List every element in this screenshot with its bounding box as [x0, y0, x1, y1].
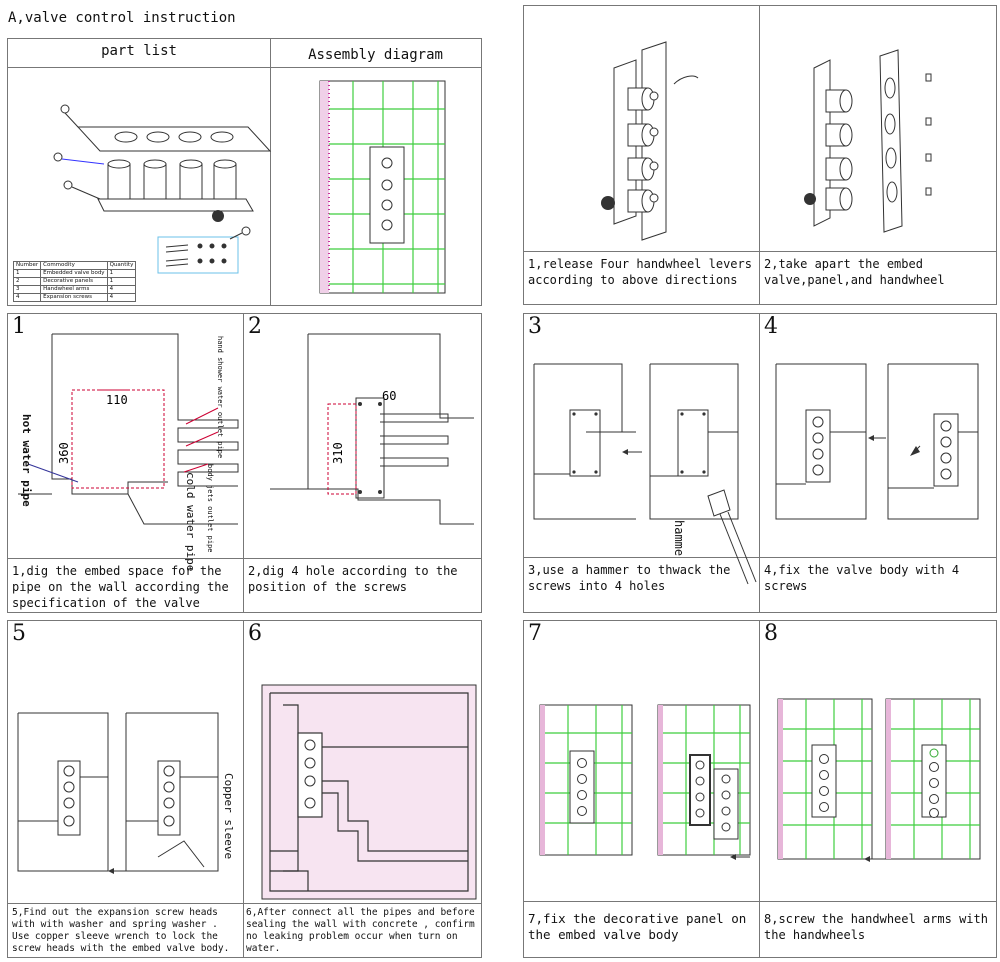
hammer-label: hamme: [672, 520, 686, 557]
page-title: A,valve control instruction: [8, 10, 236, 26]
steps-1-2-drawing: 110 360 60 310: [18, 333, 474, 525]
parts-table-cell: 1: [106, 269, 137, 278]
parts-table: Number Commodity Quantity 1 Embedded val…: [12, 261, 137, 302]
step-number: 8: [764, 621, 778, 646]
step-number: 7: [528, 621, 542, 646]
disassembly-step1-caption: 1,release Four handwheel levers accordin…: [528, 257, 752, 287]
step-number: 2: [248, 314, 262, 339]
step-7-caption: 7,fix the decorative panel on the embed …: [528, 911, 747, 942]
disassembly-drawing: [601, 41, 932, 241]
step-8-caption: 8,screw the handwheel arms with the hand…: [764, 912, 988, 942]
steps-1-2-panel: 1 2 110 360 60 310 hot water pipe cold w…: [7, 313, 482, 613]
steps-7-8-drawing: [539, 698, 981, 862]
dim-60: 60: [382, 389, 396, 403]
assembly-wall: [319, 80, 446, 294]
copper-sleeve-label: Copper sleeve: [222, 773, 235, 860]
steps-3-4-drawing: [533, 363, 979, 585]
steps-5-6-panel: 5 6 Copper sle: [7, 620, 482, 958]
parts-table-cell: 2: [12, 277, 42, 286]
parts-table-header: Number: [12, 261, 42, 270]
disassembly-step2-caption: 2,take apart the embed valve,panel,and h…: [764, 257, 945, 287]
step-number: 5: [12, 621, 26, 646]
parts-table-cell: 1: [106, 277, 137, 286]
part-list-panel: part list Assembly diagram: [7, 38, 482, 306]
step-3-caption: 3,use a hammer to thwack the screws into…: [528, 563, 731, 593]
parts-table-cell: 3: [12, 285, 42, 294]
parts-table-cell: 4: [12, 293, 42, 302]
dim-310: 310: [331, 442, 345, 464]
body-jets-outlet-label: body jets outlet pipe: [206, 464, 214, 553]
steps-3-4-panel: 3 4: [523, 313, 997, 613]
parts-table-cell: 4: [106, 285, 137, 294]
step-2-caption: 2,dig 4 hole according to the position o…: [248, 564, 458, 594]
hand-shower-outlet-label: hand shower water outlet pipe: [216, 336, 224, 459]
hot-water-pipe-label: hot water pipe: [20, 414, 33, 507]
step-number: 6: [248, 621, 262, 646]
parts-table-header: Commodity: [40, 261, 108, 270]
steps-7-8-panel: 7 8: [523, 620, 997, 958]
parts-table-cell: 4: [106, 293, 137, 302]
assembly-diagram-header: Assembly diagram: [308, 47, 443, 63]
parts-table-header: Quantity: [106, 261, 137, 270]
parts-table-cell: 1: [12, 269, 42, 278]
parts-table-cell: Handwheel arms: [40, 285, 108, 294]
step-4-caption: 4,fix the valve body with 4 screws: [764, 563, 960, 593]
step-number: 1: [12, 314, 26, 339]
step-6-caption: 6,After connect all the pipes and before…: [246, 907, 475, 954]
parts-table-cell: Embedded valve body: [40, 269, 108, 278]
parts-table-cell: Decorative panels: [40, 277, 108, 286]
dim-110: 110: [106, 393, 128, 407]
step-1-caption: 1,dig the embed space for the pipe on th…: [12, 564, 229, 610]
step-number: 4: [764, 314, 778, 339]
cold-water-pipe-label: cold water pipe: [184, 472, 197, 572]
dim-360: 360: [57, 442, 71, 464]
part-list-header: part list: [101, 43, 177, 59]
exploded-parts-drawing: [53, 80, 446, 294]
parts-table-cell: Expansion screws: [40, 293, 108, 302]
disassembly-panel: 1,release Four handwheel levers accordin…: [523, 5, 997, 305]
step-number: 3: [528, 314, 542, 339]
step-5-caption: 5,Find out the expansion screw heads wit…: [12, 907, 230, 954]
steps-5-6-drawing: [17, 684, 477, 900]
